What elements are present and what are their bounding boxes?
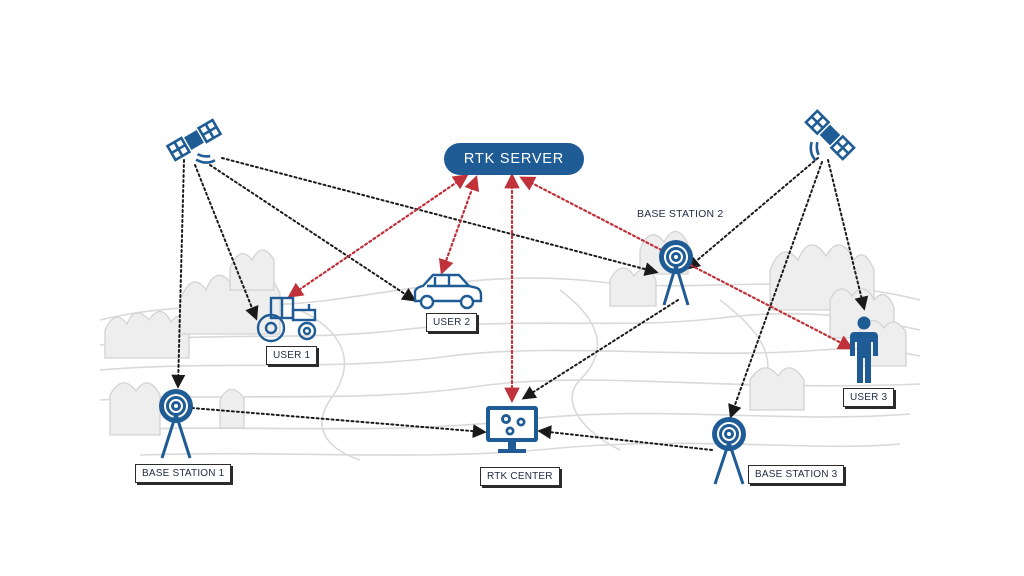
link-server-user-2	[438, 175, 480, 275]
satellite-icon	[804, 109, 856, 162]
base-station-3-label: BASE STATION 3	[748, 465, 845, 484]
link-sat1-to-user-1	[194, 164, 259, 321]
rtk-center-monitor-icon	[486, 406, 538, 453]
rtk-server-pill: RTK SERVER	[444, 143, 584, 175]
link-base-station-2-to-center	[521, 299, 679, 400]
satellite-icon	[165, 118, 223, 164]
link-sat1-to-base-station-1	[171, 159, 186, 389]
user-2-label: USER 2	[426, 313, 478, 332]
gear-icon	[501, 414, 526, 436]
user-1-label: USER 1	[266, 346, 318, 365]
base-station-2-label: BASE STATION 2	[637, 208, 724, 220]
tractor-icon	[256, 296, 317, 343]
car-icon	[413, 273, 483, 310]
base-station-icon	[712, 417, 746, 485]
link-server-user-1	[287, 174, 469, 298]
rtk-correction-links	[287, 172, 854, 404]
person-icon	[850, 316, 878, 383]
rtk-center-label: RTK CENTER	[480, 467, 560, 486]
link-base-station-3-to-center	[537, 425, 713, 451]
link-base-station-1-to-center	[191, 407, 487, 439]
base-station-icon	[159, 389, 193, 459]
base-station-1-label: BASE STATION 1	[135, 464, 232, 483]
user-3-label: USER 3	[843, 388, 895, 407]
base-station-icon	[659, 240, 693, 306]
